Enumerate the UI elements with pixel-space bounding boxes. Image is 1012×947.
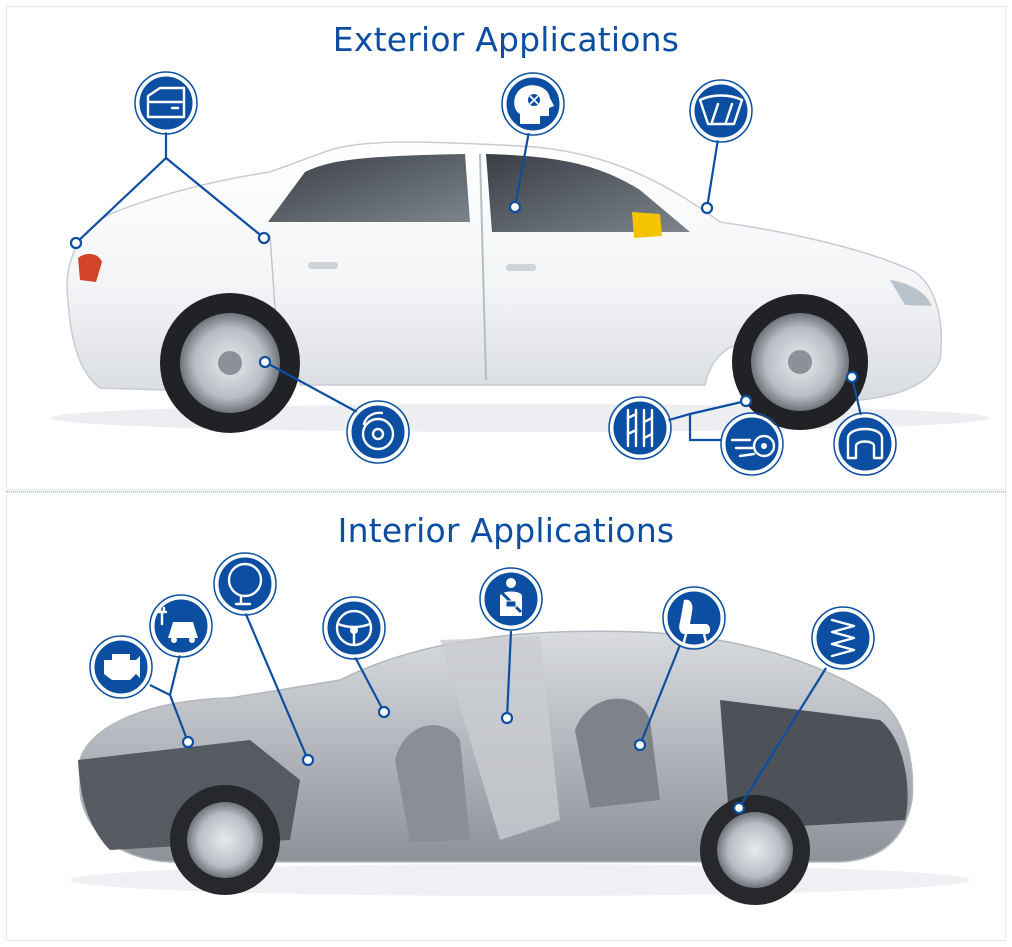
spring-icon <box>811 606 875 670</box>
interior-anchor-dots <box>181 705 746 815</box>
tire-tread-icon <box>608 396 672 460</box>
interior-front-wheel <box>170 785 280 895</box>
mirror-icon <box>213 552 277 616</box>
head-sensor-icon <box>501 72 565 136</box>
interior-rear-wheel <box>700 795 810 905</box>
steering-wheel-icon <box>322 596 386 660</box>
engine-icon <box>89 635 153 699</box>
interior-car <box>70 630 970 905</box>
windshield-icon <box>689 79 753 143</box>
rear-wheel <box>160 293 300 433</box>
interior-leader-lines <box>149 611 827 809</box>
tire-heat-icon <box>720 412 784 476</box>
exterior-anchor-dots <box>69 200 859 408</box>
section-divider <box>6 491 1006 492</box>
front-wheel <box>732 294 868 430</box>
car-seat-icon <box>662 586 726 650</box>
wheel-arch-icon <box>833 412 897 476</box>
brake-disc-icon <box>346 400 410 464</box>
interior-title: Interior Applications <box>337 511 675 550</box>
electric-car-icon <box>149 594 213 658</box>
car-door-icon <box>134 71 198 135</box>
seatbelt-icon <box>479 567 543 631</box>
exterior-title: Exterior Applications <box>332 20 680 59</box>
